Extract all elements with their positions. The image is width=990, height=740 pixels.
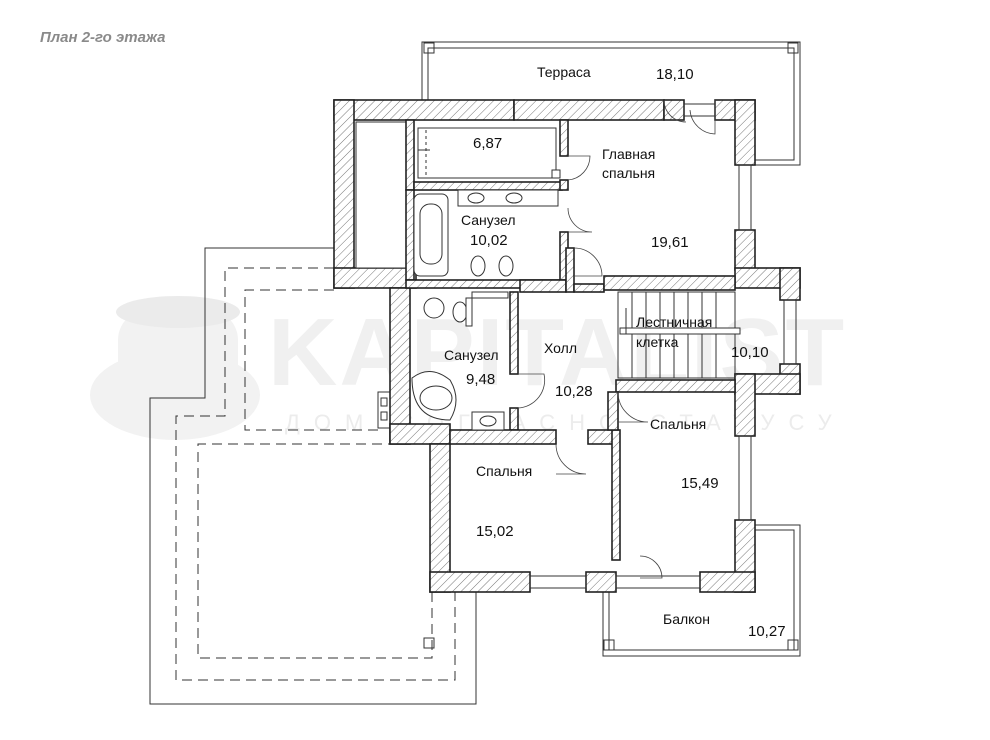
toilet-icon [470, 255, 486, 277]
stairwell-area-value: 10,10 [731, 344, 769, 361]
bathroom-1-area-value: 10,02 [470, 232, 508, 249]
interior-walls [355, 119, 736, 561]
stairwell-label-1: Лестничная [636, 314, 712, 330]
bidet-icon [498, 255, 514, 277]
ventilation-shaft [355, 121, 407, 269]
exterior-walls [333, 99, 801, 593]
closet-rails [417, 127, 561, 179]
terrace-area [421, 41, 801, 166]
bathroom-2-fixtures [411, 291, 509, 431]
bathroom-2-area-value: 9,48 [466, 371, 495, 388]
roof-outline [149, 247, 477, 705]
bathroom-2-label: Санузел [444, 347, 499, 363]
master-bedroom-area-value: 19,61 [651, 234, 689, 251]
master-bedroom-label-1: Главная [602, 146, 655, 162]
room-labels: Терраса 18,10 6,87 Главная спальня 19,61… [444, 64, 786, 640]
watermark-tagline: ДОМ СОГЛАСНО СТАТУСУ [285, 410, 846, 435]
windows [529, 103, 797, 589]
sink-icon [423, 297, 445, 319]
terrace-area-value: 18,10 [656, 66, 694, 83]
bedroom-center-area-value: 15,02 [476, 523, 514, 540]
hall-label: Холл [544, 340, 577, 356]
plan-caption: План 2-го этажа [40, 29, 166, 46]
staircase [617, 291, 741, 379]
balcony-area-value: 10,27 [748, 623, 786, 640]
bedroom-right-area-value: 15,49 [681, 475, 719, 492]
stairwell-label-2: клетка [636, 334, 679, 350]
bathroom-1-label: Санузел [461, 212, 516, 228]
fireplace-vent [377, 391, 391, 429]
closet-area-value: 6,87 [473, 135, 502, 152]
balcony-area [602, 524, 801, 657]
master-bedroom-label-2: спальня [602, 165, 655, 181]
doors [517, 99, 716, 579]
toilet-icon [452, 301, 468, 323]
balcony-label: Балкон [663, 611, 710, 627]
bedroom-right-label: Спальня [650, 416, 706, 432]
bathroom-1-fixtures [413, 189, 559, 277]
terrace-label: Терраса [537, 64, 591, 80]
bedroom-center-label: Спальня [476, 463, 532, 479]
hall-area-value: 10,28 [555, 383, 593, 400]
